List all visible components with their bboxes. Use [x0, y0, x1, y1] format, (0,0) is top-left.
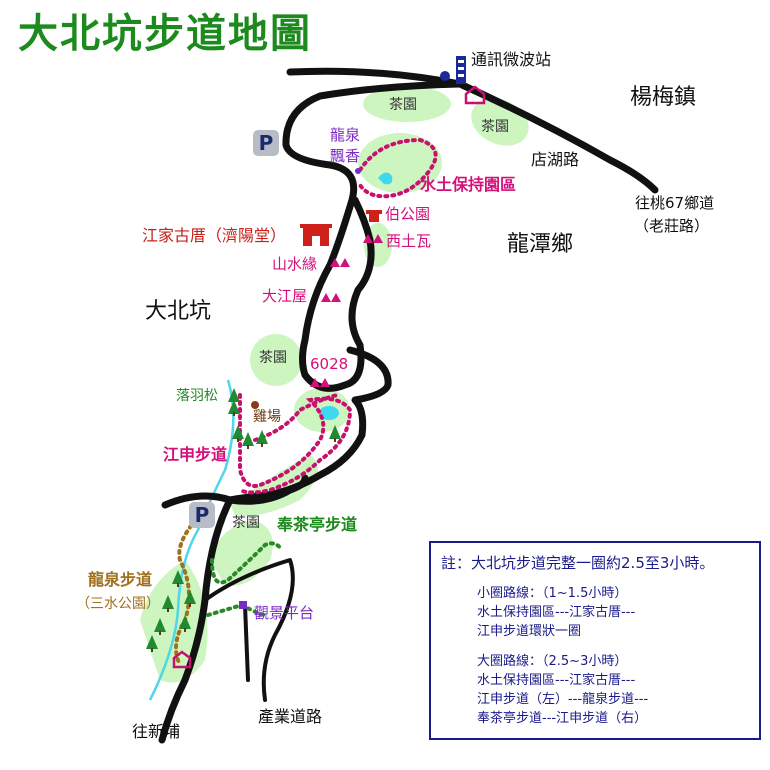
note-box: 註：大北坑步道完整一圈約2.5至3小時。 小圈路線：（1~1.5小時） 水土保持…: [429, 541, 761, 740]
to-xinpu-label: 往新埔: [132, 722, 181, 741]
shrine-icon: [464, 85, 486, 105]
sanshui-park-label: （三水公園）: [76, 596, 160, 612]
6028-label: 6028: [310, 355, 349, 373]
dabeikeng-label: 大北坑: [145, 299, 212, 324]
soil-water-loop: [358, 137, 438, 199]
jiang-house-label: 江家古厝（濟陽堂）: [142, 226, 287, 245]
tea-garden-label: 茶園: [389, 97, 417, 113]
map-title: 大北坑步道地圖: [18, 11, 312, 57]
parking-sign: P: [253, 130, 279, 156]
road-south: [158, 496, 234, 744]
note-big-loop-line: 奉茶亭步道---江申步道（右）: [477, 711, 648, 726]
longquan-marker: [355, 168, 361, 174]
longtan-label: 龍潭鄉: [507, 232, 574, 257]
ancestral-hall-icon: [300, 224, 332, 246]
mountain-house-icons: [310, 234, 383, 387]
industry-road-label: 產業道路: [258, 707, 323, 726]
viewing-platform-marker: [239, 601, 247, 609]
microwave-station-label: 通訊微波站: [471, 50, 552, 69]
road-junction-west: [161, 474, 309, 509]
tea-garden-label: 茶園: [232, 515, 260, 531]
luoyusong-label: 落羽松: [176, 388, 218, 404]
bo-park-label: 伯公園: [385, 205, 431, 223]
microwave-tower-icon: [440, 56, 466, 84]
shanshuiyuan-label: 山水緣: [272, 255, 318, 273]
roads: [158, 67, 659, 744]
to-taoyuan-67-label: 往桃67鄉道: [635, 194, 715, 212]
dianhu-road-label: 店湖路: [531, 150, 580, 169]
dajiangwu-label: 大江屋: [262, 287, 308, 305]
jiangshen-connector: [253, 393, 342, 442]
pond: [378, 172, 393, 185]
note-small-loop-line: 水土保持園區---江家古厝---: [477, 605, 636, 620]
fengchating-trail-label: 奉茶亭步道: [277, 515, 358, 534]
note-big-loop-line: 江申步道（左）---龍泉步道---: [477, 692, 649, 707]
tea-garden-label: 茶園: [481, 119, 509, 135]
note-small-loop-line: 小圈路線：（1~1.5小時）: [477, 586, 628, 601]
viewing-platform-label: 觀景平台: [254, 604, 315, 622]
industry-road-branch: [243, 603, 250, 682]
old-village-road-label: （老莊路）: [634, 217, 710, 235]
temple-icon: [366, 210, 382, 222]
tree-icons: [146, 388, 341, 652]
tea-garden-area: [210, 520, 273, 586]
road-east-loop: [226, 346, 392, 504]
chicken-farm-marker: [251, 401, 259, 409]
pond: [319, 406, 339, 420]
note-heading: 註：大北坑步道完整一圈約2.5至3小時。: [441, 554, 715, 572]
note-big-loop-line: 大圈路線：（2.5~3小時）: [477, 654, 628, 669]
piaoxiang-label: 飄香: [330, 147, 361, 165]
road-north: [286, 67, 659, 194]
chicken-farm-label: 雞場: [253, 409, 281, 425]
yangmei-label: 楊梅鎮: [630, 85, 697, 110]
longquan-trail-label: 龍泉步道: [88, 570, 153, 589]
soil-water-area-label: 水土保持園區: [420, 175, 517, 194]
jiangshen-trail-label: 江申步道: [163, 445, 228, 464]
tea-garden-label: 茶園: [259, 350, 287, 366]
longquan-trail-line: [174, 508, 207, 667]
note-small-loop-line: 江申步道環狀一圈: [477, 624, 582, 639]
longquan-label: 龍泉: [330, 126, 361, 144]
tea-garden-area: [363, 86, 451, 122]
shrine-icon: [172, 650, 192, 669]
road-main: [282, 80, 464, 392]
jiangshen-trail-lines: [238, 137, 438, 495]
tea-garden-area: [250, 334, 302, 386]
xituwa-label: 西土瓦: [386, 232, 432, 250]
note-big-loop-line: 水土保持園區---江家古厝---: [477, 673, 636, 688]
industry-road: [203, 558, 295, 702]
parking-sign: P: [189, 502, 215, 528]
stream: [148, 379, 235, 701]
